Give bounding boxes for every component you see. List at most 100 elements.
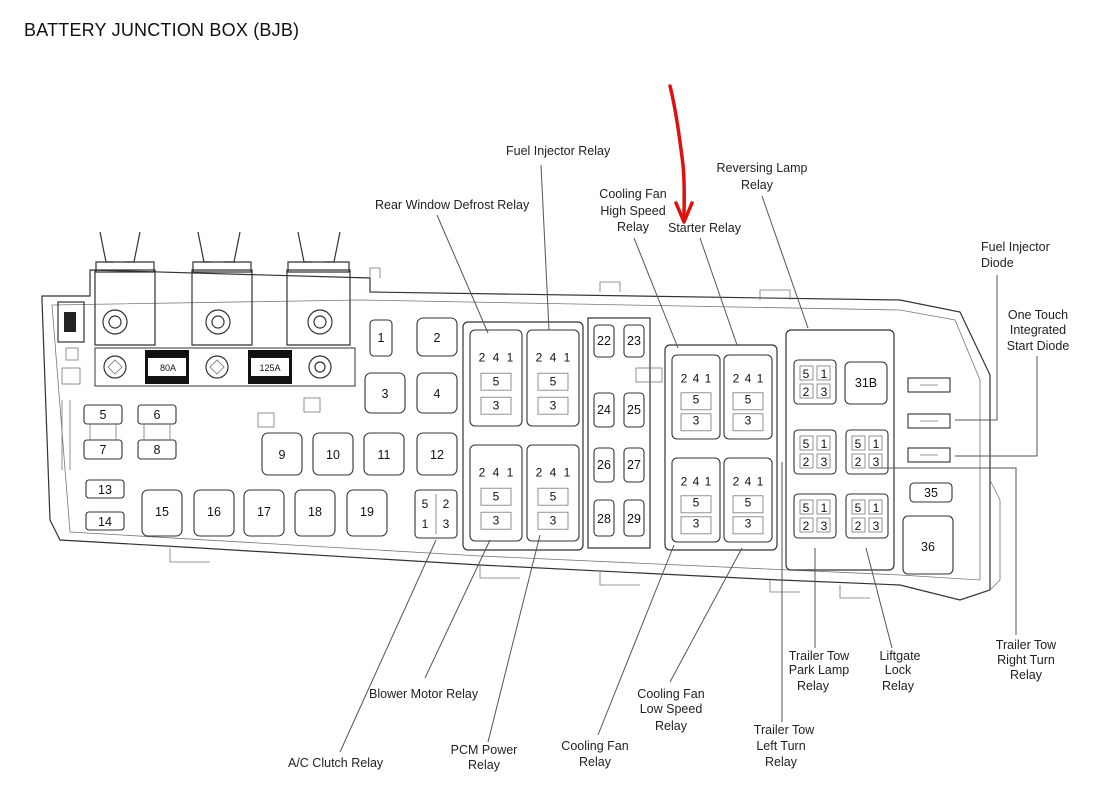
label-cooling-fan-relay-line1: Cooling Fan xyxy=(561,739,628,753)
fuse-7-label: 7 xyxy=(100,443,107,457)
fuse-28: 28 xyxy=(593,499,615,537)
fuse-22-label: 22 xyxy=(597,334,611,348)
pin-label: 1 xyxy=(564,466,571,480)
fuse-22: 22 xyxy=(593,324,615,358)
pin-label: 3 xyxy=(873,519,880,533)
pin-label: 3 xyxy=(493,399,500,413)
pin-label: 3 xyxy=(821,519,828,533)
pin-label: 2 xyxy=(733,372,740,386)
label-trailer-tow-right-turn-relay-line1: Trailer Tow xyxy=(996,638,1057,652)
label-trailer-tow-left-turn-relay-line3: Relay xyxy=(765,755,798,769)
fuse-7 xyxy=(83,439,123,460)
fuse-11-label: 11 xyxy=(378,448,391,462)
pin-label: 1 xyxy=(507,351,514,365)
pin-label: 4 xyxy=(693,372,700,386)
fuse-35-label: 35 xyxy=(924,486,938,500)
pin-label: 2 xyxy=(443,497,450,511)
fuse-9-label: 9 xyxy=(279,448,286,462)
label-trailer-tow-park-lamp-relay-line1: Trailer Tow xyxy=(789,649,850,663)
fuse-25-label: 25 xyxy=(627,403,641,417)
pin-label: 5 xyxy=(745,496,752,510)
fuse-31b xyxy=(844,361,888,405)
pin-label: 3 xyxy=(821,385,828,399)
small-relay xyxy=(845,429,889,475)
fuse-17-label: 17 xyxy=(257,505,271,519)
pin-label: 2 xyxy=(803,455,810,469)
label-fuel-injector-diode-line1: Fuel Injector xyxy=(981,240,1050,254)
small-relay xyxy=(793,493,837,539)
pin-label: 3 xyxy=(550,514,557,528)
pin-label: 3 xyxy=(693,414,700,428)
label-cooling-fan-high-speed-relay-line3: Relay xyxy=(617,220,650,234)
fuse-14-label: 14 xyxy=(98,515,112,529)
left-connector xyxy=(57,301,85,470)
leader-lines xyxy=(339,164,1038,753)
fuse-12 xyxy=(416,432,458,476)
label-cooling-fan-low-speed-relay-line1: Cooling Fan xyxy=(637,687,704,701)
pin-label: 5 xyxy=(493,490,500,504)
label-fuel-injector-diode-line2: Diode xyxy=(981,256,1014,270)
pin-label: 3 xyxy=(693,517,700,531)
mega-fuse-terminals xyxy=(94,231,351,346)
label-cooling-fan-high-speed-relay-line1: Cooling Fan xyxy=(599,187,666,201)
pin-label: 1 xyxy=(422,517,429,531)
fuse-10 xyxy=(312,432,354,476)
pin-label: 5 xyxy=(855,437,862,451)
mini-fuse-column: 22 23 24 25 26 27 28 29 xyxy=(587,317,663,549)
pin-label: 1 xyxy=(507,466,514,480)
label-ac-clutch-relay: A/C Clutch Relay xyxy=(288,756,384,770)
pin-label: 5 xyxy=(550,375,557,389)
label-liftgate-lock-relay-line3: Relay xyxy=(882,679,915,693)
small-relay xyxy=(793,359,837,405)
fuse-2-label: 2 xyxy=(434,331,441,345)
fuse-11 xyxy=(363,432,405,476)
fuse-12-label: 12 xyxy=(430,448,444,462)
fuse-26: 26 xyxy=(593,447,615,483)
pin-label: 1 xyxy=(873,501,880,515)
pin-label: 1 xyxy=(705,475,712,489)
fuse-24-label: 24 xyxy=(597,403,611,417)
pin-label: 4 xyxy=(550,466,557,480)
fuse-35 xyxy=(909,482,953,503)
label-starter-relay: Starter Relay xyxy=(668,221,742,235)
label-liftgate-lock-relay-line2: Lock xyxy=(885,663,912,677)
label-rear-window-defrost-relay: Rear Window Defrost Relay xyxy=(375,198,530,212)
pin-label: 4 xyxy=(493,466,500,480)
fuse-6-label: 6 xyxy=(154,408,161,422)
annotation-arrow xyxy=(668,84,694,224)
fuse-36-label: 36 xyxy=(921,540,935,554)
pin-label: 1 xyxy=(705,372,712,386)
fuse-17 xyxy=(243,489,285,537)
fuse-16-label: 16 xyxy=(207,505,221,519)
fuse-4 xyxy=(416,372,458,414)
label-one-touch-start-diode-line2: Integrated xyxy=(1010,323,1066,337)
label-trailer-tow-park-lamp-relay-line3: Relay xyxy=(797,679,830,693)
pin-label: 1 xyxy=(757,475,764,489)
fuse-16 xyxy=(193,489,235,537)
pin-label: 5 xyxy=(693,393,700,407)
pin-label: 2 xyxy=(803,385,810,399)
fuse-18 xyxy=(294,489,336,537)
fuse-19-label: 19 xyxy=(360,505,374,519)
callout-labels: Fuel Injector Relay Rear Window Defrost … xyxy=(288,144,1069,772)
cartridge-fuses: 1 2 3 4 9 10 11 12 15 16 17 18 19 xyxy=(141,317,458,537)
label-blower-motor-relay: Blower Motor Relay xyxy=(369,687,479,701)
fuse-18-label: 18 xyxy=(308,505,322,519)
diagram-title: BATTERY JUNCTION BOX (BJB) xyxy=(24,20,300,40)
pin-label: 5 xyxy=(422,497,429,511)
pin-label: 1 xyxy=(821,501,828,515)
pin-label: 4 xyxy=(745,372,752,386)
pin-label: 3 xyxy=(745,517,752,531)
fuse-15-label: 15 xyxy=(155,505,169,519)
label-pcm-power-relay-line2: Relay xyxy=(468,758,501,772)
label-trailer-tow-park-lamp-relay-line2: Park Lamp xyxy=(789,663,849,677)
fuse-23-label: 23 xyxy=(627,334,641,348)
fuse-8 xyxy=(137,439,177,460)
pin-label: 3 xyxy=(550,399,557,413)
label-trailer-tow-right-turn-relay-line3: Relay xyxy=(1010,668,1043,682)
pin-label: 2 xyxy=(855,519,862,533)
pin-label: 3 xyxy=(821,455,828,469)
fuse-31b-label: 31B xyxy=(855,376,877,390)
